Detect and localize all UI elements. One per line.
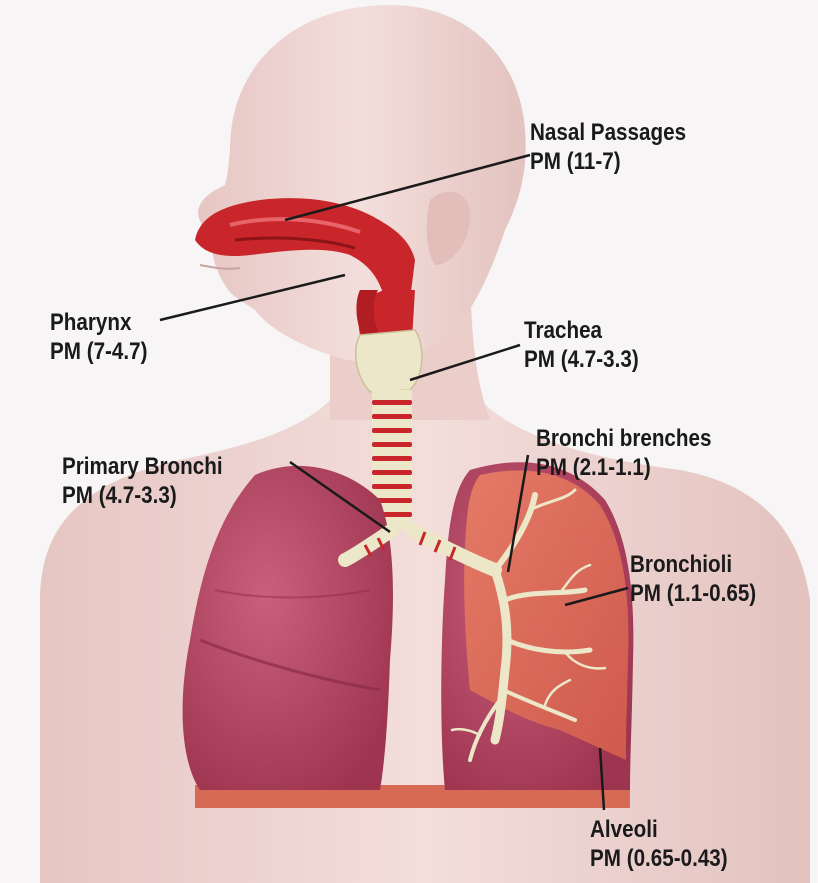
label-trachea-pm: PM (4.7-3.3)	[524, 345, 639, 374]
label-bronchioli-pm: PM (1.1-0.65)	[630, 579, 756, 608]
label-alveoli: Alveoli PM (0.65-0.43)	[590, 815, 728, 873]
larynx	[356, 330, 422, 392]
label-pharynx: Pharynx PM (7-4.7)	[50, 308, 147, 366]
label-nasal-name: Nasal Passages	[530, 118, 686, 147]
trachea-ring	[372, 414, 412, 419]
label-alveoli-pm: PM (0.65-0.43)	[590, 844, 728, 873]
label-bronchi-pm: PM (4.7-3.3)	[62, 481, 223, 510]
label-nasal-passages: Nasal Passages PM (11-7)	[530, 118, 686, 176]
label-pharynx-pm: PM (7-4.7)	[50, 337, 147, 366]
trachea-ring	[372, 400, 412, 405]
label-branches-pm: PM (2.1-1.1)	[536, 453, 711, 482]
label-trachea-name: Trachea	[524, 316, 639, 345]
label-alveoli-name: Alveoli	[590, 815, 728, 844]
label-nasal-pm: PM (11-7)	[530, 147, 686, 176]
label-branches-name: Bronchi brenches	[536, 424, 711, 453]
label-primary-bronchi: Primary Bronchi PM (4.7-3.3)	[62, 452, 223, 510]
trachea-ring	[372, 428, 412, 433]
label-pharynx-name: Pharynx	[50, 308, 147, 337]
label-bronchioli: Bronchioli PM (1.1-0.65)	[630, 550, 756, 608]
trachea-ring	[372, 484, 412, 489]
label-trachea: Trachea PM (4.7-3.3)	[524, 316, 639, 374]
trachea-ring	[372, 456, 412, 461]
label-bronchi-name: Primary Bronchi	[62, 452, 223, 481]
label-bronchi-branches: Bronchi brenches PM (2.1-1.1)	[536, 424, 711, 482]
trachea-ring	[372, 442, 412, 447]
trachea-ring	[372, 470, 412, 475]
label-bronchioli-name: Bronchioli	[630, 550, 756, 579]
